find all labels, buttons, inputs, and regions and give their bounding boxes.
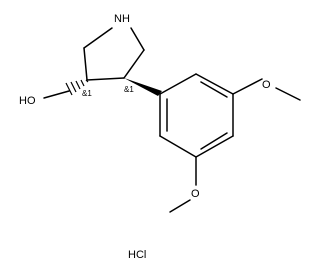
bond-c2-c3 <box>83 47 88 81</box>
structure-canvas: NH HO O O &1 &1 HCl <box>19 13 301 261</box>
double-bond-inner-1 <box>200 81 228 98</box>
bond-ar1-ar2 <box>159 73 197 95</box>
bond-ar2-ar3 <box>195 73 234 95</box>
bond-c3-c4 <box>86 77 125 81</box>
nh-label: NH <box>114 13 130 25</box>
double-bond-inner-2 <box>200 132 228 150</box>
stereo-label-c4: &1 <box>124 85 134 94</box>
salt-label: HCl <box>128 249 146 261</box>
methoxy-o-top-label: O <box>262 79 271 91</box>
bond-n-c5 <box>130 27 145 51</box>
bond-ar4-ar5 <box>195 135 234 158</box>
hashed-wedge-bond <box>65 79 89 96</box>
ho-label: HO <box>19 95 36 107</box>
bond-ar5-ar6 <box>159 135 197 158</box>
bond-n-c2 <box>83 27 113 49</box>
bond-o-ch3-top <box>275 87 301 101</box>
stereo-label-c3: &1 <box>82 89 92 98</box>
bond-ar3-o <box>232 78 263 95</box>
methoxy-o-bottom-label: O <box>191 188 200 200</box>
bold-wedge-bond <box>124 78 162 96</box>
chemical-structure: NH HO O O &1 &1 HCl <box>19 13 301 261</box>
benzene-ring <box>159 73 234 158</box>
bond-o-ch3-bottom <box>169 199 191 213</box>
bond-ch2-oh <box>43 90 70 99</box>
bond-c5-c4 <box>123 49 145 79</box>
pyrrolidine-ring <box>83 27 145 81</box>
